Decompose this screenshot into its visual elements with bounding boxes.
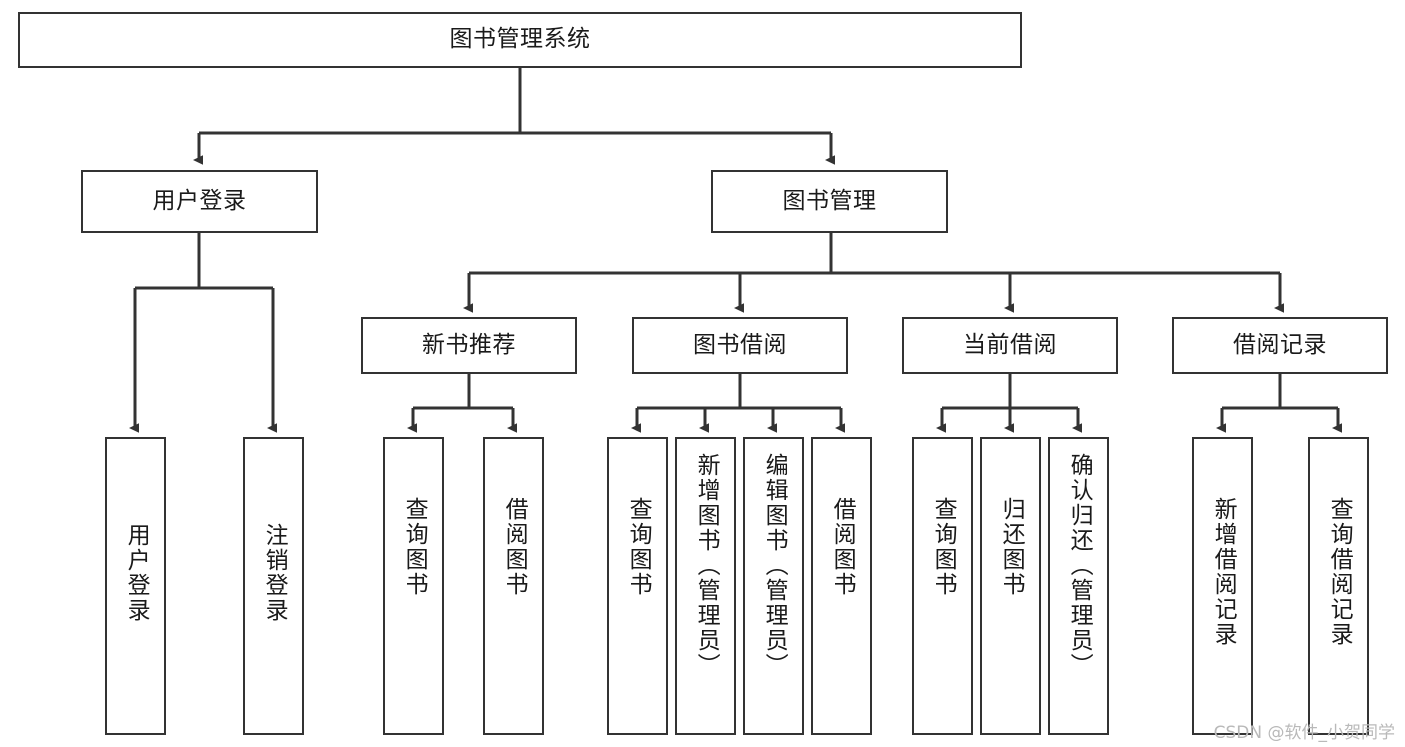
node-label: 用户登录 [152, 187, 247, 214]
node-label: 借阅记录 [1233, 331, 1327, 358]
node-label: 借阅图书 [501, 497, 528, 597]
node-label: 查询借阅记录 [1326, 497, 1353, 647]
node-leaf-query-book-2[interactable]: 查询图书 [607, 437, 668, 735]
node-leaf-edit-book-admin[interactable]: 编辑图书（管理员） [743, 437, 804, 735]
node-label: 归还图书 [998, 497, 1025, 597]
node-label: 新增借阅记录 [1210, 497, 1237, 647]
node-leaf-confirm-return-admin[interactable]: 确认归还（管理员） [1048, 437, 1109, 735]
node-user-login[interactable]: 用户登录 [81, 170, 318, 233]
node-label: 查询图书 [625, 497, 652, 597]
node-label: 查询图书 [401, 497, 428, 597]
node-leaf-query-borrow-record[interactable]: 查询借阅记录 [1308, 437, 1369, 735]
node-borrow-record[interactable]: 借阅记录 [1172, 317, 1388, 374]
node-leaf-add-book-admin[interactable]: 新增图书（管理员） [675, 437, 736, 735]
node-label: 新书推荐 [422, 331, 516, 358]
node-current-borrow[interactable]: 当前借阅 [902, 317, 1118, 374]
node-label: 注销登录 [261, 523, 288, 623]
node-label: 图书管理 [782, 187, 877, 214]
node-new-book-recommend[interactable]: 新书推荐 [361, 317, 577, 374]
node-label: 编辑图书（管理员） [761, 453, 788, 678]
node-root-system[interactable]: 图书管理系统 [18, 12, 1022, 68]
node-label: 图书借阅 [693, 331, 787, 358]
watermark-text: CSDN @软件_小贺同学 [1213, 723, 1395, 743]
node-book-management[interactable]: 图书管理 [711, 170, 948, 233]
node-leaf-add-borrow-record[interactable]: 新增借阅记录 [1192, 437, 1253, 735]
node-book-borrow[interactable]: 图书借阅 [632, 317, 848, 374]
node-label: 确认归还（管理员） [1066, 453, 1093, 678]
node-leaf-logout-login[interactable]: 注销登录 [243, 437, 304, 735]
node-label: 当前借阅 [963, 331, 1057, 358]
node-leaf-borrow-book-2[interactable]: 借阅图书 [811, 437, 872, 735]
node-leaf-query-book-3[interactable]: 查询图书 [912, 437, 973, 735]
node-leaf-return-book[interactable]: 归还图书 [980, 437, 1041, 735]
node-label: 图书管理系统 [449, 26, 591, 53]
node-label: 新增图书（管理员） [693, 453, 720, 678]
node-leaf-query-book-1[interactable]: 查询图书 [383, 437, 444, 735]
node-label: 借阅图书 [829, 497, 856, 597]
node-leaf-user-login[interactable]: 用户登录 [105, 437, 166, 735]
node-leaf-borrow-book-1[interactable]: 借阅图书 [483, 437, 544, 735]
node-label: 查询图书 [930, 497, 957, 597]
node-label: 用户登录 [123, 523, 150, 623]
